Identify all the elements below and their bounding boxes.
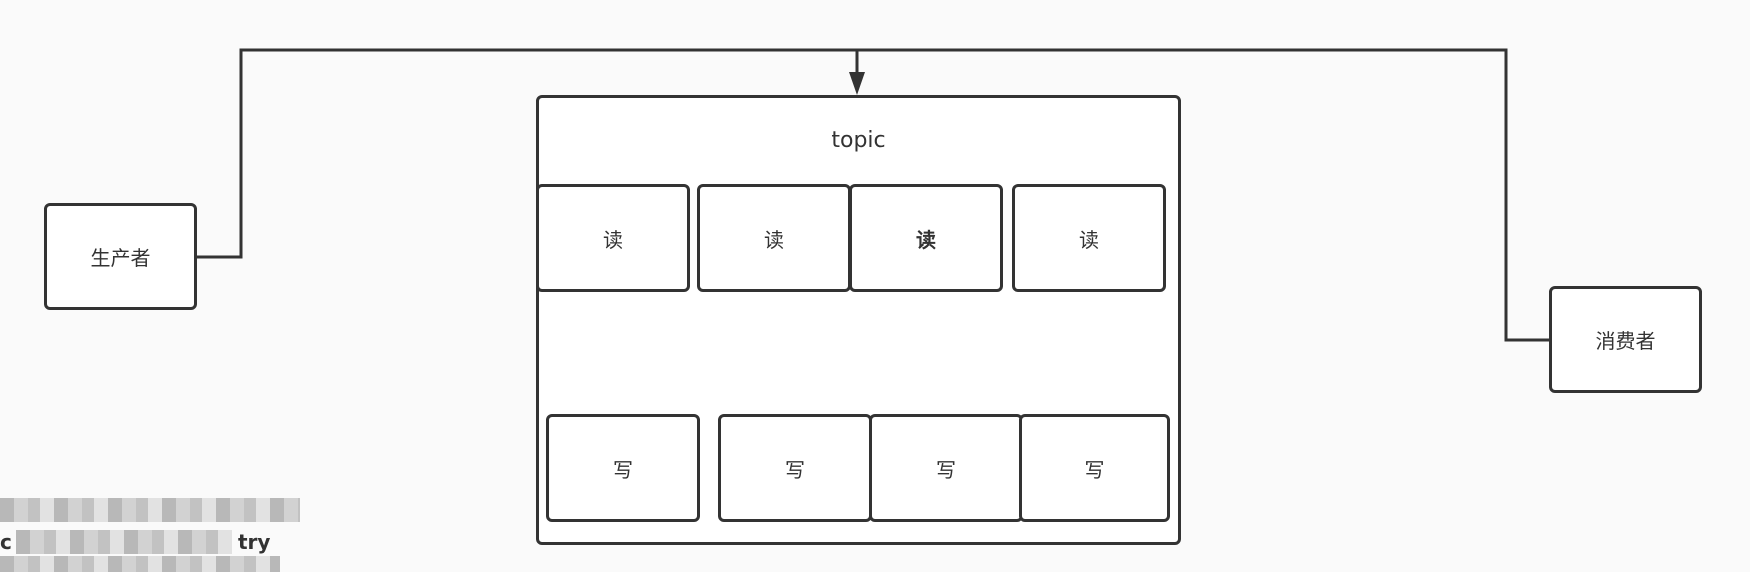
obscured-line-2: c [0, 530, 12, 554]
obscured-text-block: c try [0, 494, 300, 572]
read-node-2: 读 [697, 184, 851, 292]
write-node-2: 写 [718, 414, 872, 522]
read-label: 读 [1079, 227, 1099, 252]
topic-arrowhead [849, 72, 865, 95]
pixelated-region [16, 530, 232, 554]
write-label: 写 [1084, 457, 1105, 482]
read-label: 读 [764, 227, 784, 252]
consumer-label: 消费者 [1595, 329, 1656, 353]
topic-title: topic [831, 128, 886, 153]
consumer-connector [857, 48, 1551, 342]
read-node-3: 读 [849, 184, 1003, 292]
read-node-1: 读 [536, 184, 690, 292]
producer-connector [196, 48, 857, 259]
pixelated-region [0, 498, 300, 522]
obscured-line-2-start: c [0, 530, 12, 554]
write-label: 写 [613, 457, 633, 482]
read-node-4: 读 [1012, 184, 1166, 292]
pixelated-region [0, 556, 280, 572]
read-label: 读 [916, 227, 936, 252]
read-label: 读 [603, 227, 623, 252]
producer-node: 生产者 [44, 203, 197, 310]
write-node-3: 写 [869, 414, 1023, 522]
write-node-1: 写 [546, 414, 700, 522]
obscured-line-2-end: try [238, 530, 270, 554]
consumer-node: 消费者 [1549, 286, 1702, 393]
write-label: 写 [785, 457, 805, 482]
write-node-4: 写 [1019, 414, 1170, 522]
producer-label: 生产者 [90, 246, 151, 270]
write-label: 写 [936, 457, 956, 482]
obscured-line-2-tail: try [238, 530, 271, 554]
